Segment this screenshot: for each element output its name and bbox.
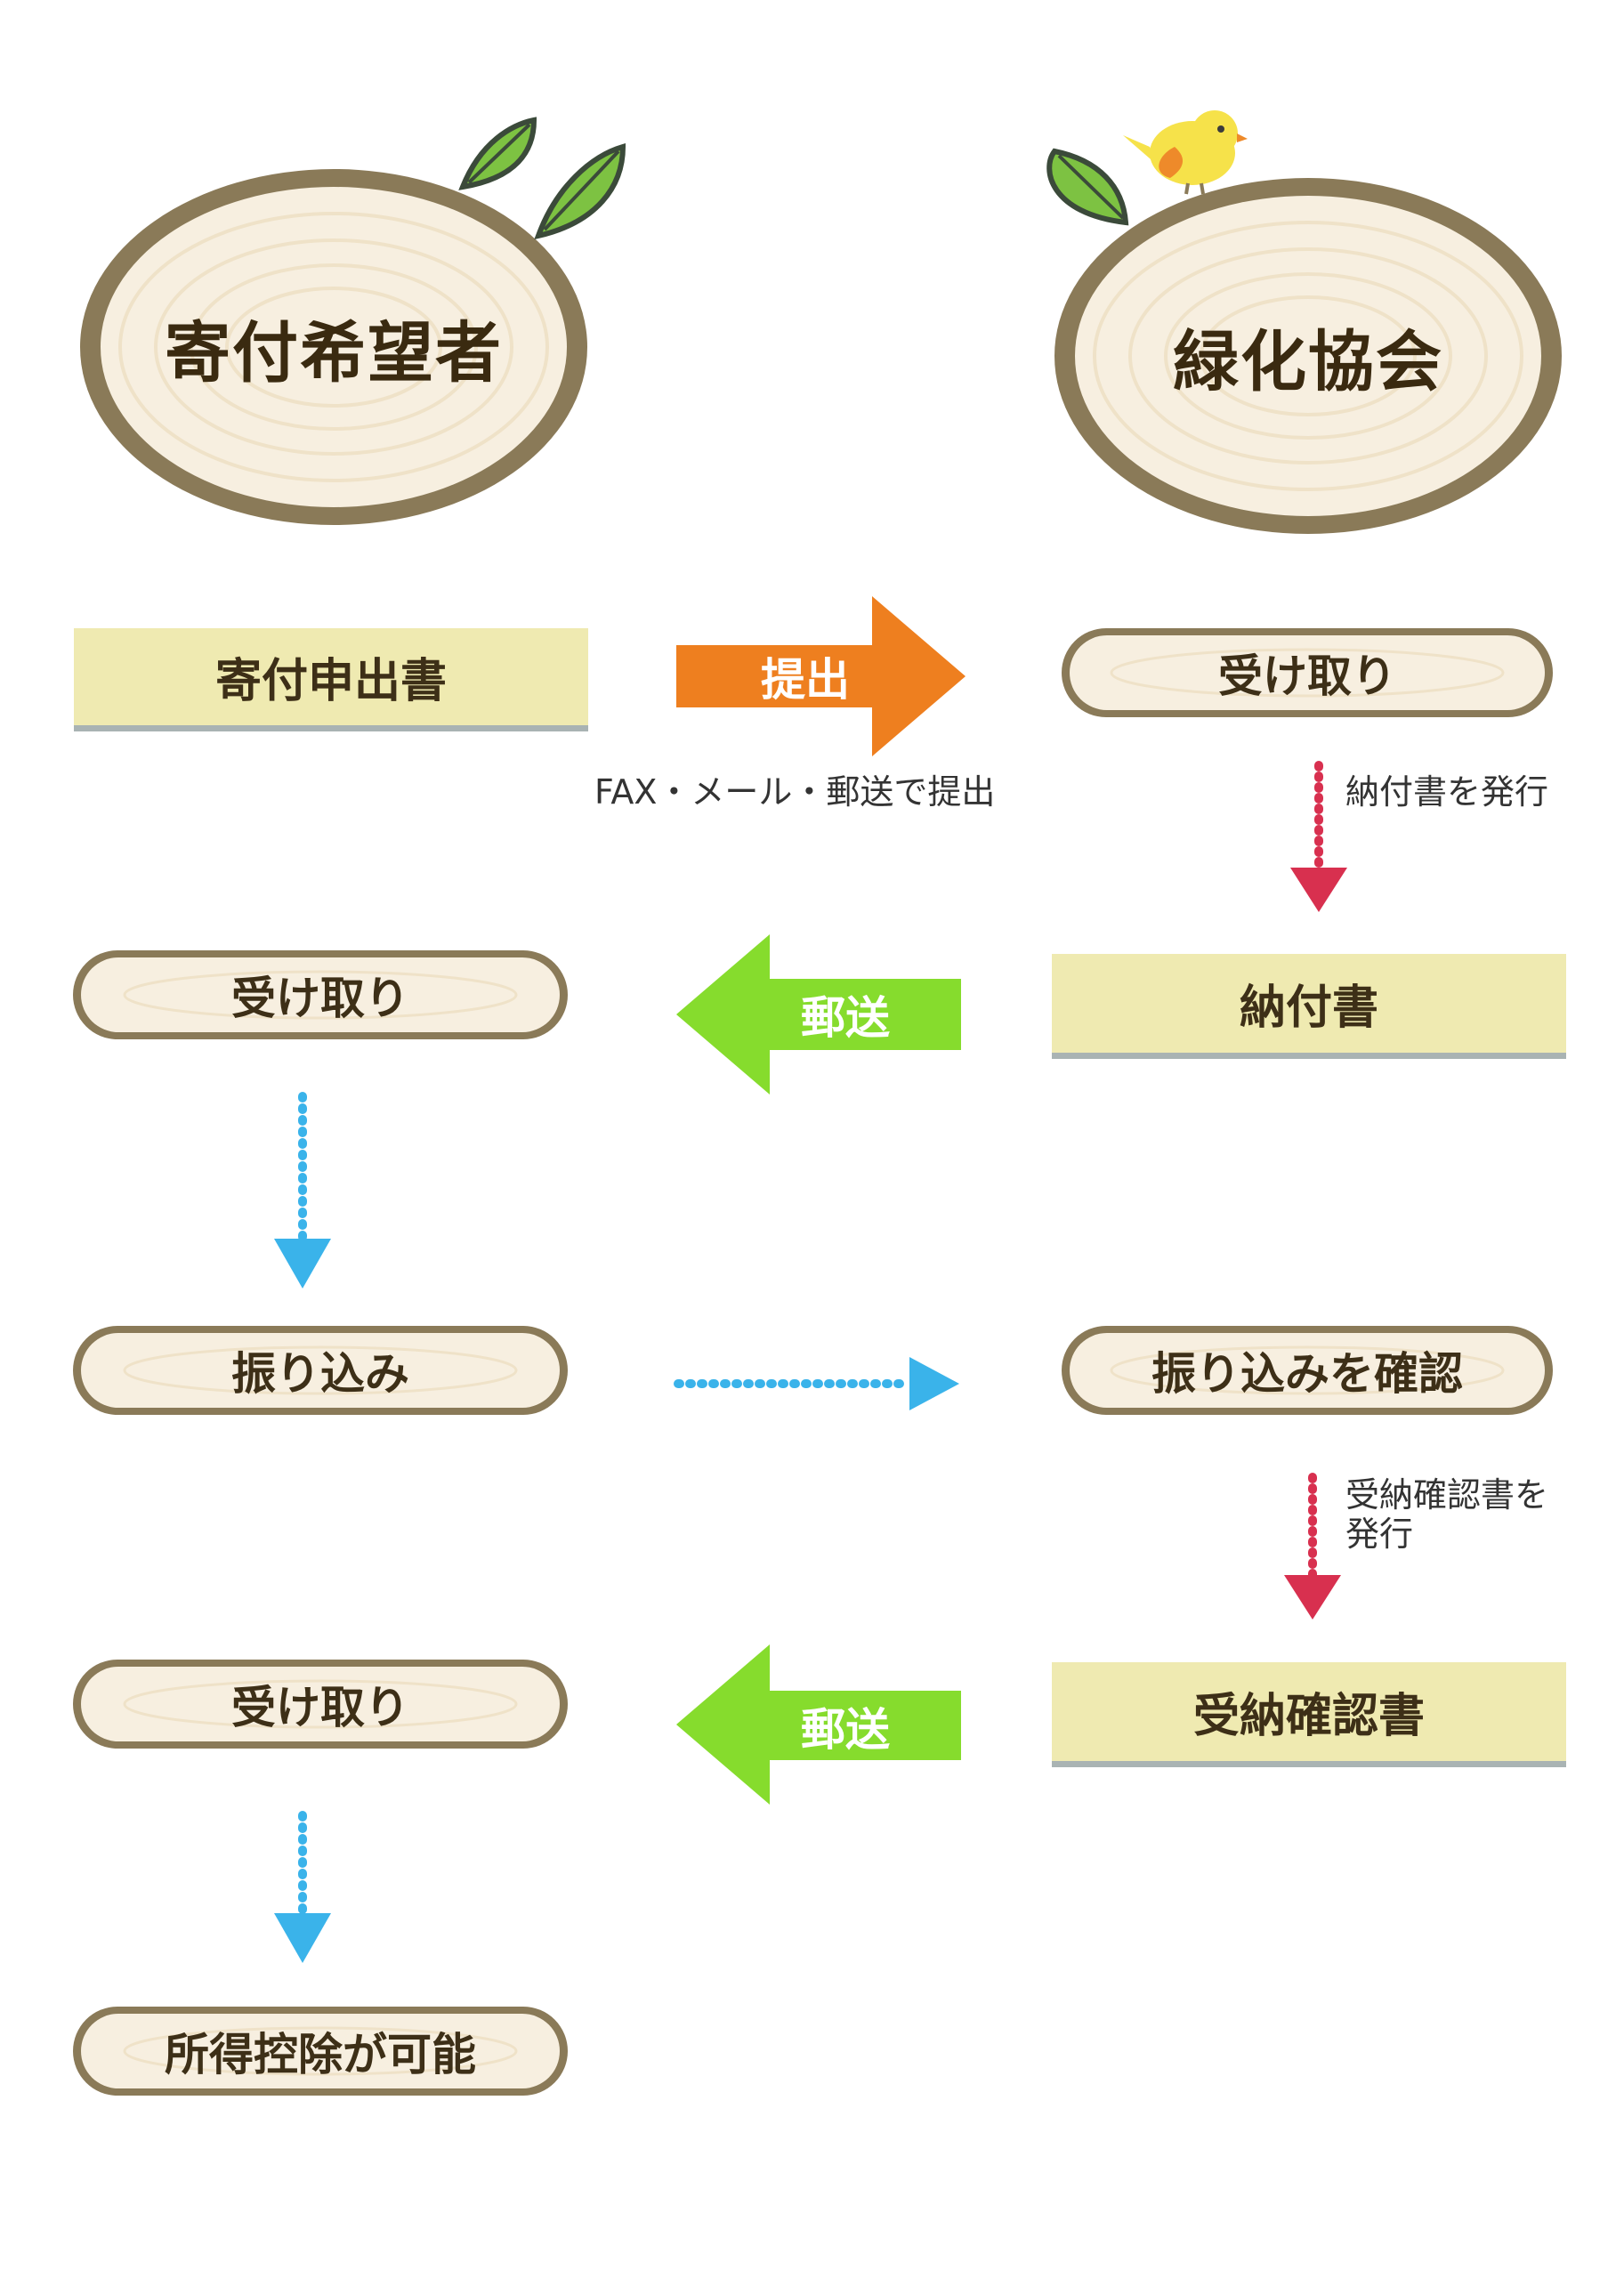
tax-deduction-label: 所得控除が可能 xyxy=(165,2029,476,2080)
application-form-label: 寄付申出書 xyxy=(214,655,447,708)
mail-arrow-label: 郵送 xyxy=(801,1704,890,1756)
donor-receive-label: 受け取り xyxy=(231,1682,409,1733)
leaf-icon xyxy=(1046,148,1129,226)
receipt-doc-box xyxy=(1052,1662,1566,1767)
donor-title: 寄付希望者 xyxy=(165,314,503,392)
flow-down-arrow xyxy=(274,1092,331,1288)
payment-slip-label: 納付書 xyxy=(1239,981,1378,1035)
donor-receive-label: 受け取り xyxy=(231,973,409,1024)
association-log-shape xyxy=(1054,178,1562,534)
payment-slip-box xyxy=(1052,954,1566,1059)
confirm-transfer-label: 振り込みを確認 xyxy=(1151,1348,1463,1400)
association-title: 緑化協会 xyxy=(1173,323,1443,400)
donor-log-shape xyxy=(80,169,587,525)
transfer-arrow xyxy=(674,1357,959,1410)
log-shape xyxy=(1062,628,1553,717)
submit-arrow xyxy=(676,596,966,756)
submit-arrow-label: 提出 xyxy=(761,654,850,706)
log-shape xyxy=(73,950,568,1039)
issue-payment-note: 納付書を発行 xyxy=(1345,772,1549,812)
leaf-icon xyxy=(458,117,537,190)
mail-arrow-label: 郵送 xyxy=(801,992,890,1044)
issue-arrow xyxy=(1290,761,1347,912)
log-shape xyxy=(73,1660,568,1749)
log-shape xyxy=(1062,1326,1553,1415)
transfer-label: 振り込み xyxy=(231,1348,409,1400)
mail-arrow xyxy=(676,1644,961,1805)
issue-receipt-note: 受納確認書を 発行 xyxy=(1345,1475,1549,1554)
application-form-box xyxy=(74,628,588,731)
flow-down-arrow xyxy=(274,1811,331,1963)
leaf-icon xyxy=(534,143,626,240)
submit-note: FAX・メール・郵送で提出 xyxy=(594,772,996,812)
association-receive-label: 受け取り xyxy=(1218,650,1396,702)
receipt-doc-label: 受納確認書 xyxy=(1192,1690,1425,1743)
bird-icon xyxy=(1123,110,1248,195)
mail-arrow xyxy=(676,934,961,1095)
log-shape xyxy=(73,2007,568,2096)
log-shape xyxy=(73,1326,568,1415)
issue-arrow xyxy=(1284,1473,1341,1620)
